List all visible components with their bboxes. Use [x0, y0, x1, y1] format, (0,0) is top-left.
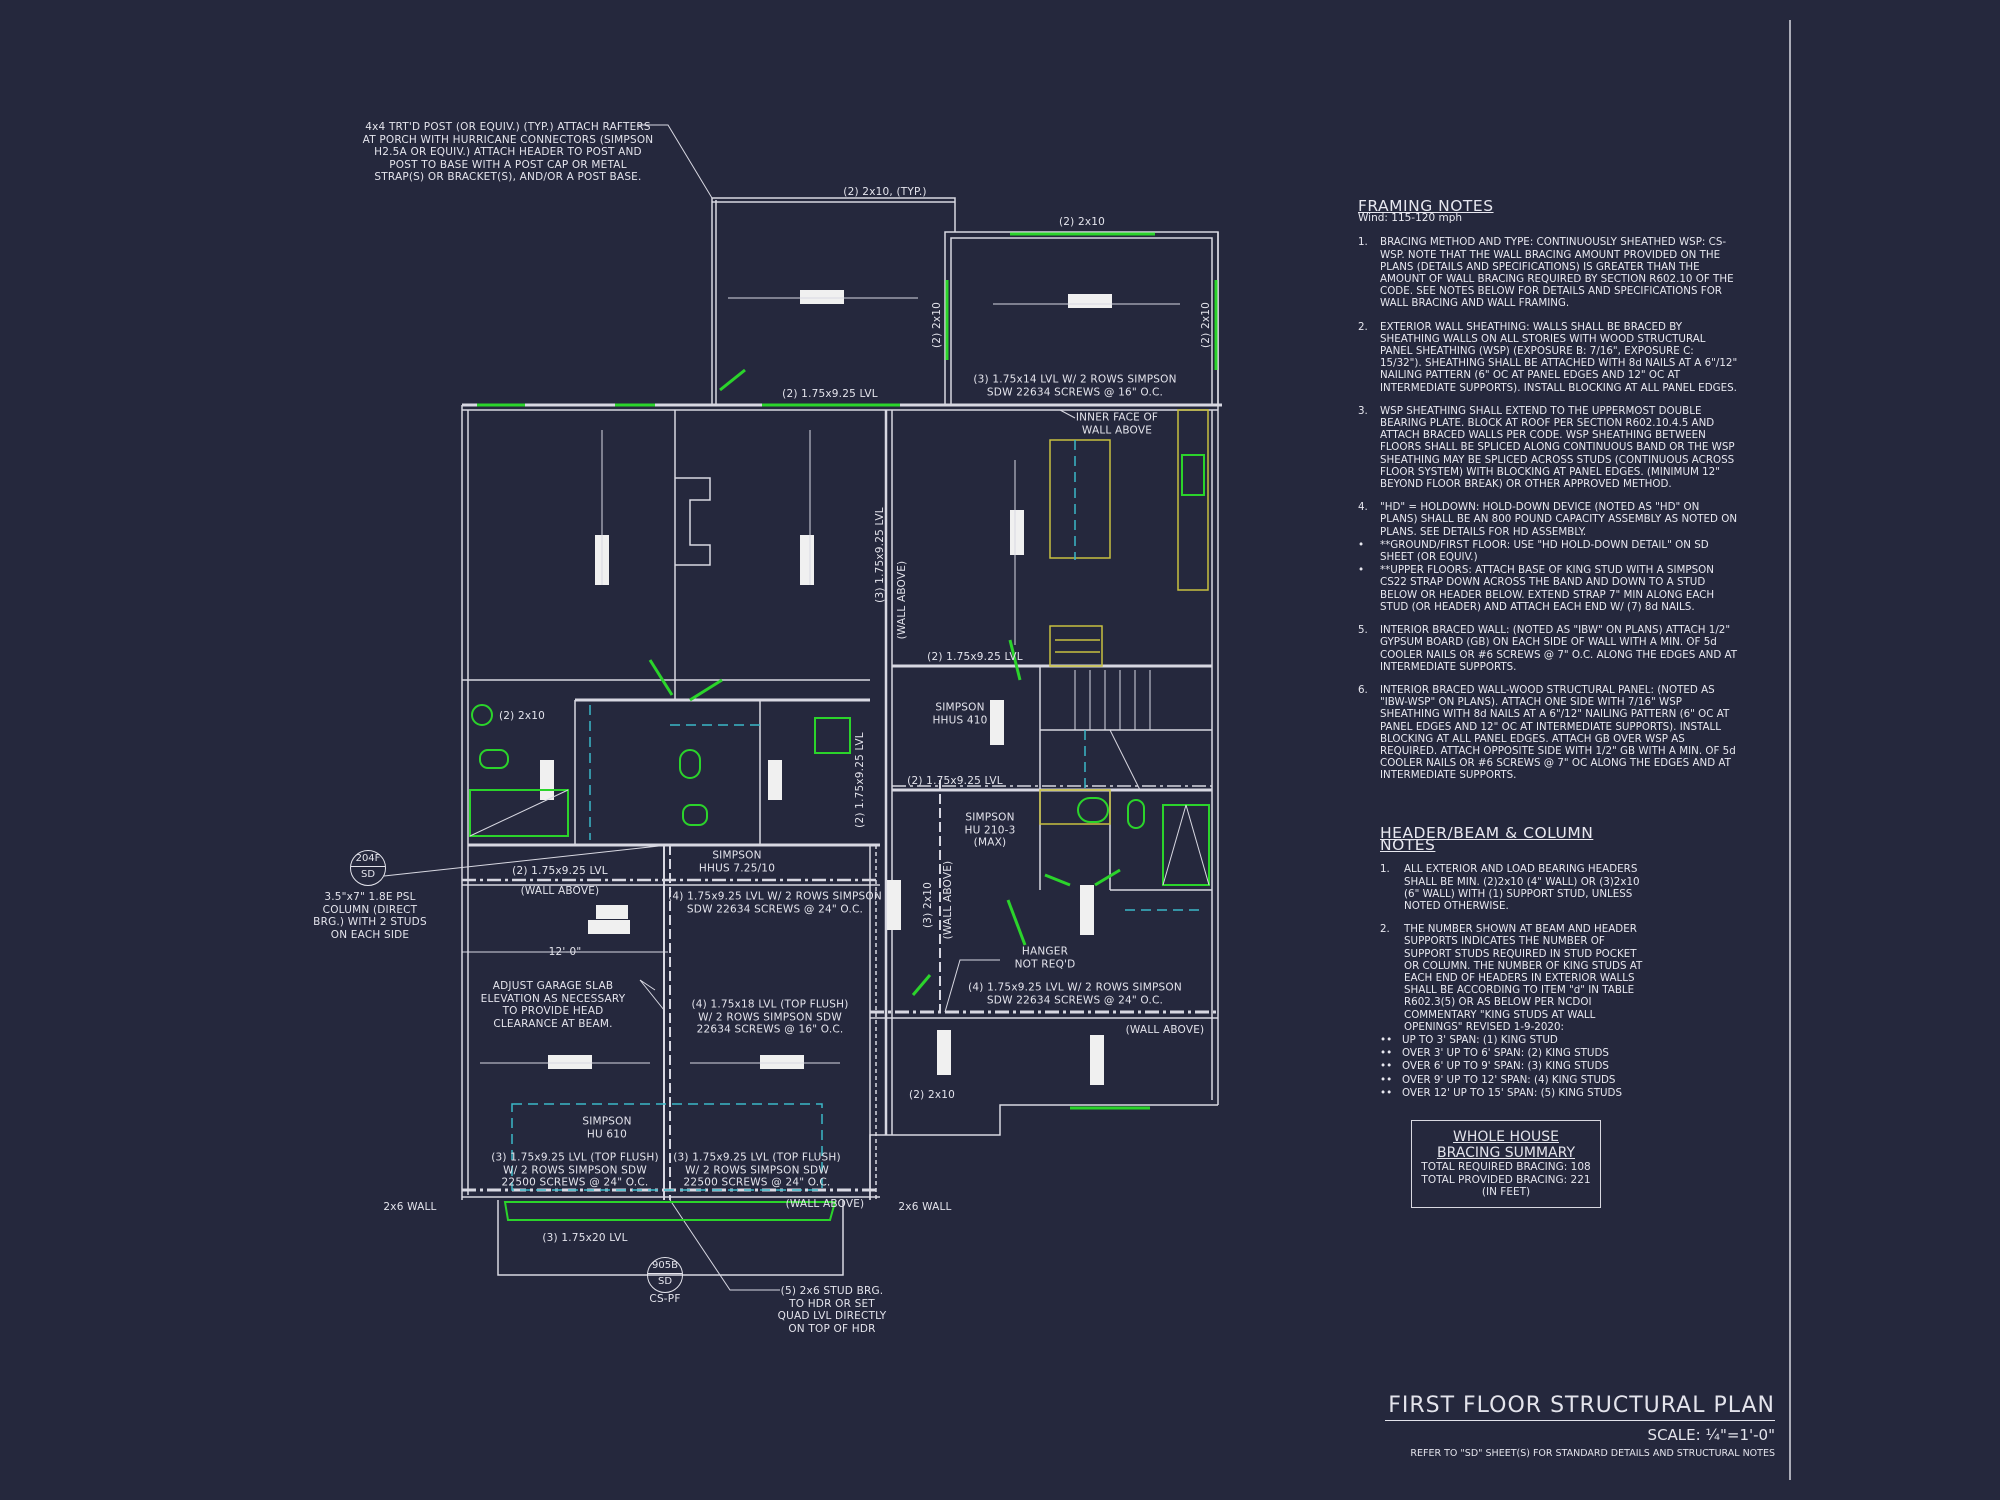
room-right-header-label: (2) 2x10	[1199, 301, 1212, 349]
note-item: 3.WSP SHEATHING SHALL EXTEND TO THE UPPE…	[1358, 404, 1735, 491]
wall-2x6-left-label: 2x6 WALL	[383, 1200, 437, 1213]
inner-face-label: INNER FACE OF WALL ABOVE	[1075, 411, 1159, 437]
room-top-header-label: (2) 2x10	[1058, 215, 1106, 228]
title-block: FIRST FLOOR STRUCTURAL PLAN SCALE: ¼"=1'…	[1385, 1393, 1775, 1459]
vertical-lvl-3-label: (3) 1.75x9.25 LVL	[873, 507, 886, 603]
sheet-scale: SCALE: ¼"=1'-0"	[1647, 1426, 1775, 1444]
note-bullet: •**GROUND/FIRST FLOOR: USE "HD HOLD-DOWN…	[1358, 538, 1709, 564]
simpson-hu210-label: SIMPSON HU 210-3 (MAX)	[964, 811, 1016, 849]
note-item: 2.EXTERIOR WALL SHEATHING: WALLS SHALL B…	[1358, 320, 1738, 394]
detail-sheet: SD	[360, 869, 376, 880]
note-item: 1.ALL EXTERIOR AND LOAD BEARING HEADERS …	[1380, 863, 1640, 913]
garage-lvl-label: (2) 1.75x9.25 LVL	[512, 864, 608, 877]
garage-wall-above-label: (WALL ABOVE)	[520, 884, 600, 897]
stud-bearing-note: (5) 2x6 STUD BRG. TO HDR OR SET QUAD LVL…	[777, 1285, 887, 1335]
framing-notes: FRAMING NOTES Wind: 115-120 mph 1.BRACIN…	[1358, 197, 1738, 793]
flush-beam-right-label: (3) 1.75x9.25 LVL (TOP FLUSH) W/ 2 ROWS …	[673, 1151, 841, 1189]
note-item: 5.INTERIOR BRACED WALL: (NOTED AS "IBW" …	[1358, 624, 1738, 673]
room-left-header-label: (2) 2x10	[930, 301, 943, 349]
detail-sheet: SD	[657, 1276, 673, 1287]
top-lvl-label: (2) 1.75x9.25 LVL	[782, 387, 878, 400]
bath-header-label: (2) 2x10	[498, 709, 546, 722]
vertical-2x10-label: (3) 2x10	[921, 881, 934, 929]
vertical-wall-above-label: (WALL ABOVE)	[895, 560, 908, 640]
wind-speed: Wind: 115-120 mph	[1358, 212, 1463, 225]
detail-905b-tag: CS-PF	[649, 1292, 681, 1305]
span-rule: ••OVER 9' UP TO 12' SPAN: (4) KING STUDS	[1380, 1073, 1616, 1086]
hall-lvl-label: (2) 1.75x9.25 LVL	[907, 774, 1003, 787]
detail-callout-204f[interactable]: 204F SD	[350, 850, 386, 886]
sheet-title: FIRST FLOOR STRUCTURAL PLAN	[1385, 1393, 1775, 1421]
provided-bracing: TOTAL PROVIDED BRACING: 221	[1421, 1173, 1591, 1186]
simpson-hhus725-label: SIMPSON HHUS 7.25/10	[698, 849, 776, 875]
flush-beam-left-label: (3) 1.75x9.25 LVL (TOP FLUSH) W/ 2 ROWS …	[491, 1151, 659, 1189]
span-rule: ••OVER 12' UP TO 15' SPAN: (5) KING STUD…	[1380, 1086, 1623, 1099]
vertical-lvl-2-label: (2) 1.75x9.25 LVL	[853, 732, 866, 828]
hanger-note: HANGER NOT REQ'D	[1014, 945, 1076, 971]
note-bullet: •**UPPER FLOORS: ATTACH BASE OF KING STU…	[1358, 564, 1715, 613]
porch-beam-label: (2) 2x10, (TYP.)	[843, 185, 927, 198]
bracing-summary-title: WHOLE HOUSE BRACING SUMMARY	[1436, 1129, 1576, 1161]
bottom-wall-above-label: (WALL ABOVE)	[785, 1197, 865, 1210]
detail-callout-905b[interactable]: 905B SD	[647, 1257, 683, 1293]
framing-notes-heading: FRAMING NOTES	[1358, 197, 1494, 215]
bracing-unit: (IN FEET)	[1481, 1186, 1531, 1198]
dimension-12ft: 12'-0"	[548, 945, 582, 958]
lvl-14-label: (3) 1.75x14 LVL W/ 2 ROWS SIMPSON SDW 22…	[973, 373, 1177, 399]
header-beam-column-notes: HEADER/BEAM & COLUMN NOTES 1.ALL EXTERIO…	[1380, 824, 1650, 1099]
required-bracing: TOTAL REQUIRED BRACING: 108	[1421, 1161, 1591, 1173]
reference-note: REFER TO "SD" SHEET(S) FOR STANDARD DETA…	[1410, 1448, 1775, 1459]
span-rule: ••UP TO 3' SPAN: (1) KING STUD	[1380, 1034, 1558, 1047]
note-item: 1.BRACING METHOD AND TYPE: CONTINUOUSLY …	[1358, 236, 1734, 310]
psl-column-note: 3.5"x7" 1.8E PSL COLUMN (DIRECT BRG.) WI…	[313, 891, 427, 941]
garage-slab-note: ADJUST GARAGE SLAB ELEVATION AS NECESSAR…	[480, 980, 626, 1030]
detail-number: 204F	[351, 851, 385, 867]
vertical-2x10-wall-above-label: (WALL ABOVE)	[941, 860, 954, 940]
span-rule: ••OVER 6' UP TO 9' SPAN: (3) KING STUDS	[1380, 1060, 1609, 1073]
lvl-4-right-label: (4) 1.75x9.25 LVL W/ 2 ROWS SIMPSON SDW …	[968, 981, 1182, 1007]
porch-post-note: 4x4 TRT'D POST (OR EQUIV.) (TYP.) ATTACH…	[362, 120, 654, 183]
detail-number: 905B	[648, 1258, 682, 1274]
note-item: 4."HD" = HOLDOWN: HOLD-DOWN DEVICE (NOTE…	[1358, 501, 1738, 613]
bracing-summary-box: WHOLE HOUSE BRACING SUMMARY TOTAL REQUIR…	[1411, 1120, 1601, 1208]
note-item: 6.INTERIOR BRACED WALL-WOOD STRUCTURAL P…	[1358, 683, 1736, 782]
lvl-20-label: (3) 1.75x20 LVL	[542, 1231, 628, 1244]
simpson-hu610-label: SIMPSON HU 610	[582, 1115, 632, 1141]
header-notes-heading: HEADER/BEAM & COLUMN NOTES	[1380, 824, 1594, 855]
lvl-4-garage-label: (4) 1.75x9.25 LVL W/ 2 ROWS SIMPSON SDW …	[668, 890, 882, 916]
kitchen-lvl-label: (2) 1.75x9.25 LVL	[927, 650, 1023, 663]
wall-2x6-right-label: 2x6 WALL	[898, 1200, 952, 1213]
lvl-18-label: (4) 1.75x18 LVL (TOP FLUSH) W/ 2 ROWS SI…	[691, 998, 849, 1036]
span-rule: ••OVER 3' UP TO 6' SPAN: (2) KING STUDS	[1380, 1047, 1609, 1060]
right-wall-above-label: (WALL ABOVE)	[1125, 1023, 1205, 1036]
bottom-header-label: (2) 2x10	[908, 1088, 956, 1101]
simpson-hhus410-label: SIMPSON HHUS 410	[932, 701, 988, 727]
note-item: 2.THE NUMBER SHOWN AT BEAM AND HEADER SU…	[1380, 923, 1643, 1033]
